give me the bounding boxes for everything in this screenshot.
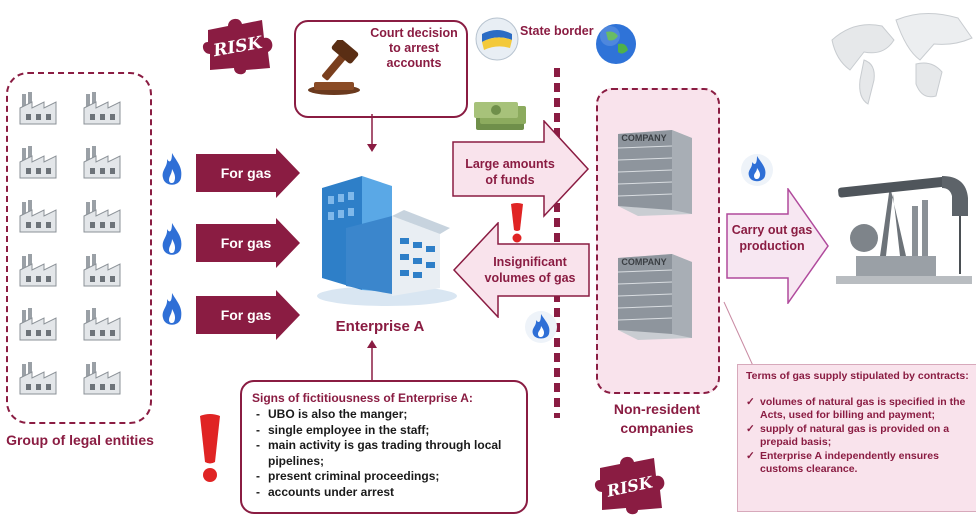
enterprise-building-icon — [317, 176, 457, 306]
non-resident-companies-label: Non-resident companies — [613, 401, 701, 436]
gas-flame-icon — [525, 311, 557, 343]
gas-flame-icon — [162, 153, 182, 185]
world-map-icon — [831, 12, 973, 105]
terms-title: Terms of gas supply stipulated by contra… — [746, 370, 969, 382]
exclamation-icon — [200, 414, 220, 482]
factory-icon — [83, 200, 121, 233]
signs-title: Signs of fictitiousness of Enterprise A: — [252, 391, 473, 405]
for-gas-arrow: For gas — [196, 218, 300, 268]
for-gas-label: For gas — [220, 165, 272, 181]
factory-icon — [19, 92, 57, 125]
gas-volume-arrow — [452, 222, 590, 318]
factory-icon — [83, 146, 121, 179]
court-connector-arrow — [367, 114, 377, 152]
gavel-icon — [308, 40, 360, 95]
arrow-shape — [196, 148, 300, 198]
factory-icon — [83, 92, 121, 125]
state-border-line — [554, 68, 560, 418]
risk-puzzle-icon: RISK — [202, 18, 273, 75]
globe-ukraine-icon — [475, 17, 519, 61]
factory-icon — [19, 200, 57, 233]
funds-arrow — [452, 120, 590, 218]
company-building-icon: COMPANY — [617, 130, 692, 216]
company-sign-text: COMPANY — [621, 133, 666, 143]
factory-icon — [83, 308, 121, 341]
terms-connector — [723, 301, 755, 369]
terms-item: supply of natural gas is provided on a p… — [746, 423, 972, 449]
arrow-shape — [196, 218, 300, 268]
gas-volume-label: Insignificant volumes of gas — [484, 255, 576, 285]
factory-icon — [19, 146, 57, 179]
risk-puzzle-icon: RISK — [594, 456, 665, 515]
production-arrow — [726, 188, 829, 304]
production-label: Carry out gas production — [731, 223, 813, 253]
globe-icon — [596, 24, 636, 64]
sign-item: accounts under arrest — [250, 485, 520, 501]
sign-item: present criminal proceedings; — [250, 469, 520, 485]
signs-list: UBO is also the manger; single employee … — [250, 407, 520, 500]
gas-flame-icon — [741, 154, 773, 186]
group-label: Group of legal entities — [6, 432, 154, 448]
arrow-shape — [196, 290, 300, 340]
state-border-label: State border — [520, 24, 594, 38]
factory-icon — [83, 362, 121, 395]
terms-list: volumes of natural gas is specified in t… — [746, 396, 972, 477]
for-gas-arrow: For gas — [196, 148, 300, 198]
company-sign-text: COMPANY — [621, 257, 666, 267]
funds-label: Large amounts of funds — [465, 157, 555, 187]
terms-item: Enterprise A independently ensures custo… — [746, 450, 972, 476]
sign-item: main activity is gas trading through loc… — [250, 438, 520, 469]
factory-icon — [83, 254, 121, 287]
gas-flame-icon — [162, 293, 182, 325]
for-gas-label: For gas — [220, 235, 272, 251]
gas-flame-icon — [162, 223, 182, 255]
factory-icon — [19, 308, 57, 341]
signs-connector-arrow — [367, 340, 377, 382]
court-decision-box — [294, 20, 468, 118]
for-gas-label: For gas — [220, 307, 272, 323]
legal-entities-group-box — [6, 72, 152, 424]
court-decision-text: Court decision to arrest accounts — [370, 26, 458, 70]
alert-exclamation-icon — [511, 203, 523, 243]
enterprise-label: Enterprise A — [335, 318, 425, 335]
sign-item: single employee in the staff; — [250, 423, 520, 439]
company-building-icon: COMPANY — [617, 254, 692, 340]
sign-item: UBO is also the manger; — [250, 407, 520, 423]
factory-icon — [19, 362, 57, 395]
oil-pumpjack-icon — [836, 176, 972, 284]
for-gas-arrow: For gas — [196, 290, 300, 340]
factory-icon — [19, 254, 57, 287]
terms-item: volumes of natural gas is specified in t… — [746, 396, 972, 422]
money-icon — [474, 102, 526, 130]
